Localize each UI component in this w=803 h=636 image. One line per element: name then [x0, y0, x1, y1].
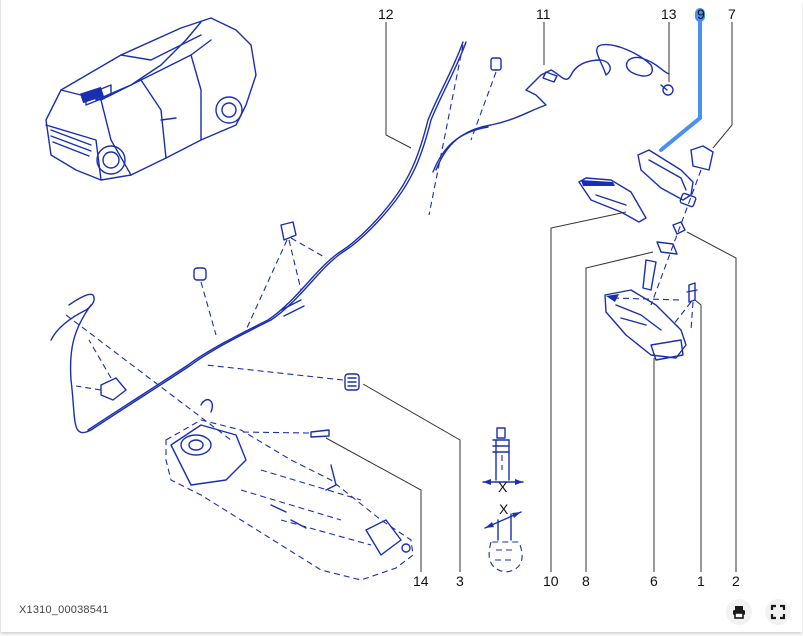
leader-7 [712, 22, 733, 149]
callout-2[interactable]: 2 [732, 573, 740, 589]
callout-9-highlight-badge[interactable] [695, 8, 705, 22]
part-13-screw [660, 84, 674, 96]
callout-12[interactable]: 12 [378, 6, 394, 22]
callout-11[interactable]: 11 [536, 6, 551, 22]
leader-2 [686, 231, 737, 572]
part-6-motor [604, 259, 687, 361]
callout-7[interactable]: 7 [728, 6, 736, 22]
callout-8[interactable]: 8 [582, 573, 590, 589]
part-10-blade [578, 177, 647, 223]
fuel-tank [165, 398, 414, 581]
dimension-label-top: X [498, 479, 508, 495]
leader-10 [550, 211, 627, 572]
leader-3 [362, 383, 461, 572]
part-2-nut [672, 221, 686, 235]
part-8-seal [656, 241, 678, 255]
part-12-hose [50, 41, 467, 434]
leader-14 [325, 437, 422, 572]
fullscreen-icon [770, 604, 786, 620]
callout-13[interactable]: 13 [661, 6, 677, 22]
dimension-detail: X X [482, 427, 524, 573]
part-1-bolt [672, 282, 698, 331]
leader-9-highlighted [659, 20, 702, 152]
part-7-cap [690, 145, 714, 171]
leader-1 [694, 299, 702, 572]
callout-10[interactable]: 10 [543, 573, 559, 589]
leader-12 [385, 22, 412, 149]
callout-3[interactable]: 3 [456, 573, 464, 589]
callout-14[interactable]: 14 [413, 573, 429, 589]
fullscreen-button[interactable] [765, 599, 791, 625]
leader-lines [325, 22, 737, 572]
print-button[interactable] [726, 599, 752, 625]
callout-1[interactable]: 1 [697, 573, 705, 589]
hose-clips [65, 57, 502, 441]
dimension-label-bottom: X [499, 501, 509, 517]
part-11-harness [432, 43, 670, 173]
callout-6[interactable]: 6 [650, 573, 658, 589]
part-3-clip [205, 364, 360, 391]
print-icon [733, 606, 745, 619]
parts-diagram: X X 12 11 13 9 7 14 3 10 8 6 1 2 [45, 6, 740, 589]
assembly-axis [650, 169, 702, 306]
vehicle-overview [45, 17, 257, 181]
part-9-arm [637, 149, 697, 208]
leader-8 [585, 251, 654, 572]
part-14-pin [240, 429, 330, 438]
callout-9[interactable]: 9 [697, 6, 705, 22]
diagram-reference-code: X1310_00038541 [19, 604, 109, 616]
